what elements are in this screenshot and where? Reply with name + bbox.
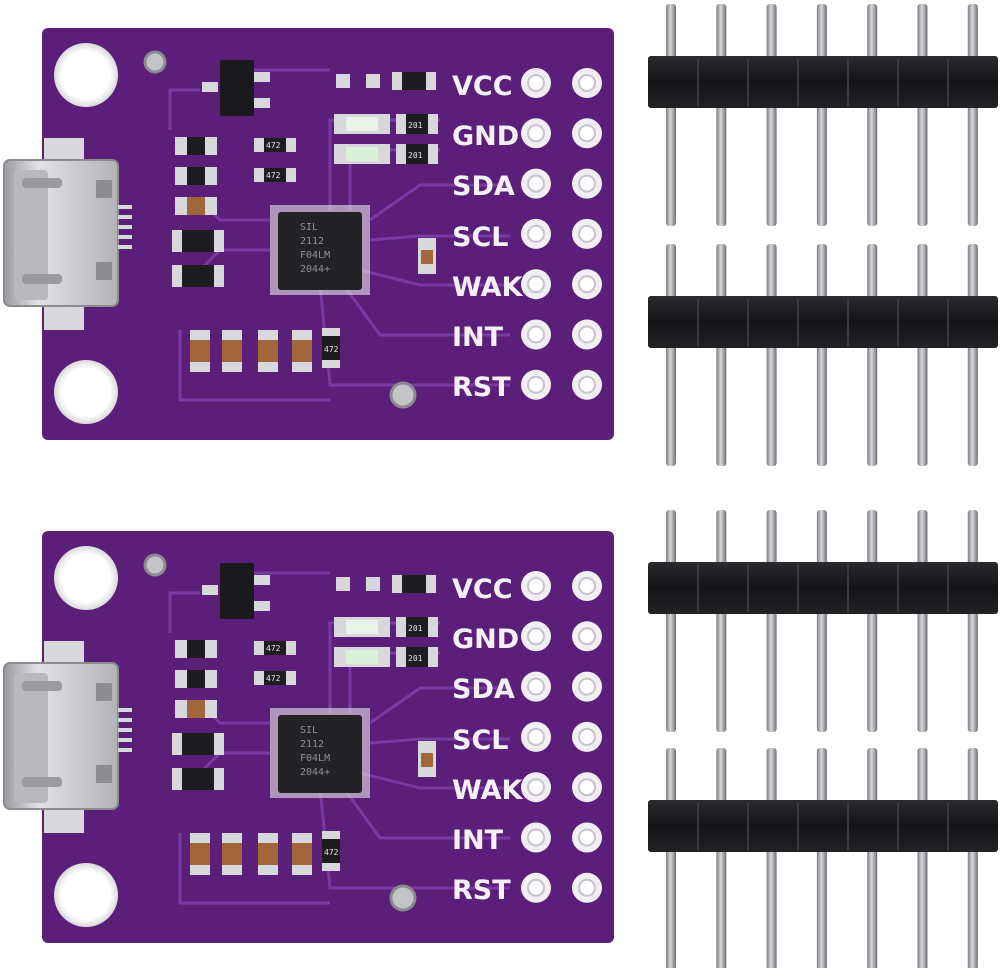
pin-label-gnd: GND [452, 121, 519, 152]
chip-marking-line: 2112 [300, 739, 324, 750]
chip-marking-line: 2044+ [300, 264, 330, 275]
header-pin [766, 748, 777, 970]
pin-headers [648, 4, 998, 970]
header-pin [867, 4, 878, 226]
resistor-472-pair: 472 472 [254, 641, 296, 685]
chip-marking-line: 2044+ [300, 767, 330, 778]
header-pin [967, 510, 978, 732]
cp2112-chip: SIL 2112 F04LM 2044+ [270, 708, 370, 798]
pin-label-rst: RST [452, 875, 511, 906]
cp2112-chip: SIL 2112 F04LM 2044+ [270, 205, 370, 295]
pin-label-wak: WAK [452, 272, 523, 303]
header-pin [766, 510, 777, 732]
resistor-code: 472 [266, 141, 281, 150]
mounting-hole [54, 546, 118, 610]
pin-label-scl: SCL [452, 222, 508, 253]
voltage-regulator [202, 563, 270, 619]
via-pad [389, 884, 417, 912]
header-pin [716, 748, 727, 970]
header-pin [917, 510, 928, 732]
capacitor-group [172, 137, 224, 287]
pin-label-int: INT [452, 322, 504, 353]
header-plastic-body [648, 562, 998, 614]
pin-label-sda: SDA [452, 171, 515, 202]
pin-label-vcc: VCC [452, 574, 513, 605]
header-pin [666, 244, 676, 466]
pcb-board-top: 472 472 201 201 SIL 2112 F04LM 2044+ [3, 28, 614, 440]
mounting-hole [54, 360, 118, 424]
resistor-code: 201 [408, 654, 423, 663]
pin-label-sda: SDA [452, 674, 515, 705]
header-pin [917, 748, 928, 970]
header-pin [666, 510, 676, 732]
pin-label-rst: RST [452, 372, 511, 403]
male-pin-header [648, 4, 998, 226]
capacitor-group [172, 640, 224, 790]
header-pin [816, 244, 827, 466]
resistor-code: 472 [266, 674, 281, 683]
micro-usb-connector [3, 641, 132, 833]
resistor-code: 201 [408, 624, 423, 633]
resistor-code: 472 [324, 848, 339, 857]
chip-marking-line: F04LM [300, 250, 330, 261]
resistor-472-pair: 472 472 [254, 138, 296, 182]
header-pin [967, 748, 978, 970]
chip-marking-line: 2112 [300, 236, 324, 247]
pin-label-int: INT [452, 825, 504, 856]
header-pin [816, 748, 827, 970]
male-pin-header [648, 748, 998, 970]
pin-label-scl: SCL [452, 725, 508, 756]
header-plastic-body [648, 296, 998, 348]
resistor-code: 201 [408, 121, 423, 130]
via-pad [143, 553, 167, 577]
header-pads [521, 68, 602, 400]
bottom-capacitor-row: 472 [190, 831, 340, 875]
voltage-regulator [202, 60, 270, 116]
led-group: 201 201 [334, 575, 438, 667]
male-pin-header [648, 510, 998, 732]
header-pin [867, 244, 878, 466]
header-pin [716, 244, 727, 466]
pin-column: VCC GND SDA SCL WAK INT RST [452, 71, 523, 403]
resistor-code: 472 [266, 171, 281, 180]
pcb-board-bottom: 472 472 201 201 SIL 2112 F04LM 2044+ [3, 531, 614, 943]
pin-label-vcc: VCC [452, 71, 513, 102]
header-pin [917, 4, 928, 226]
chip-marking-line: F04LM [300, 753, 330, 764]
chip-marking-line: SIL [300, 222, 318, 233]
header-pin [967, 4, 978, 226]
header-pads [521, 571, 602, 903]
header-pin [766, 4, 777, 226]
header-pin [917, 244, 928, 466]
pin-label-gnd: GND [452, 624, 519, 655]
header-pin [766, 244, 777, 466]
via-pad [389, 381, 417, 409]
header-pin [867, 510, 878, 732]
micro-usb-connector [3, 138, 132, 330]
led-group: 201 201 [334, 72, 438, 164]
header-pin [666, 748, 676, 970]
bottom-capacitor-row: 472 [190, 328, 340, 372]
resistor-code: 201 [408, 151, 423, 160]
resistor-code: 472 [266, 644, 281, 653]
header-pin [716, 510, 727, 732]
header-plastic-body [648, 800, 998, 852]
pin-column: VCC GND SDA SCL WAK INT RST [452, 574, 523, 906]
header-plastic-body [648, 56, 998, 108]
pin-label-wak: WAK [452, 775, 523, 806]
header-pin [816, 4, 827, 226]
mounting-hole [54, 43, 118, 107]
header-pin [666, 4, 676, 226]
header-pin [867, 748, 878, 970]
header-pin [967, 244, 978, 466]
chip-marking-line: SIL [300, 725, 318, 736]
via-pad [143, 50, 167, 74]
mounting-hole [54, 863, 118, 927]
male-pin-header [648, 244, 998, 466]
header-pin [816, 510, 827, 732]
header-pin [716, 4, 727, 226]
resistor-code: 472 [324, 345, 339, 354]
